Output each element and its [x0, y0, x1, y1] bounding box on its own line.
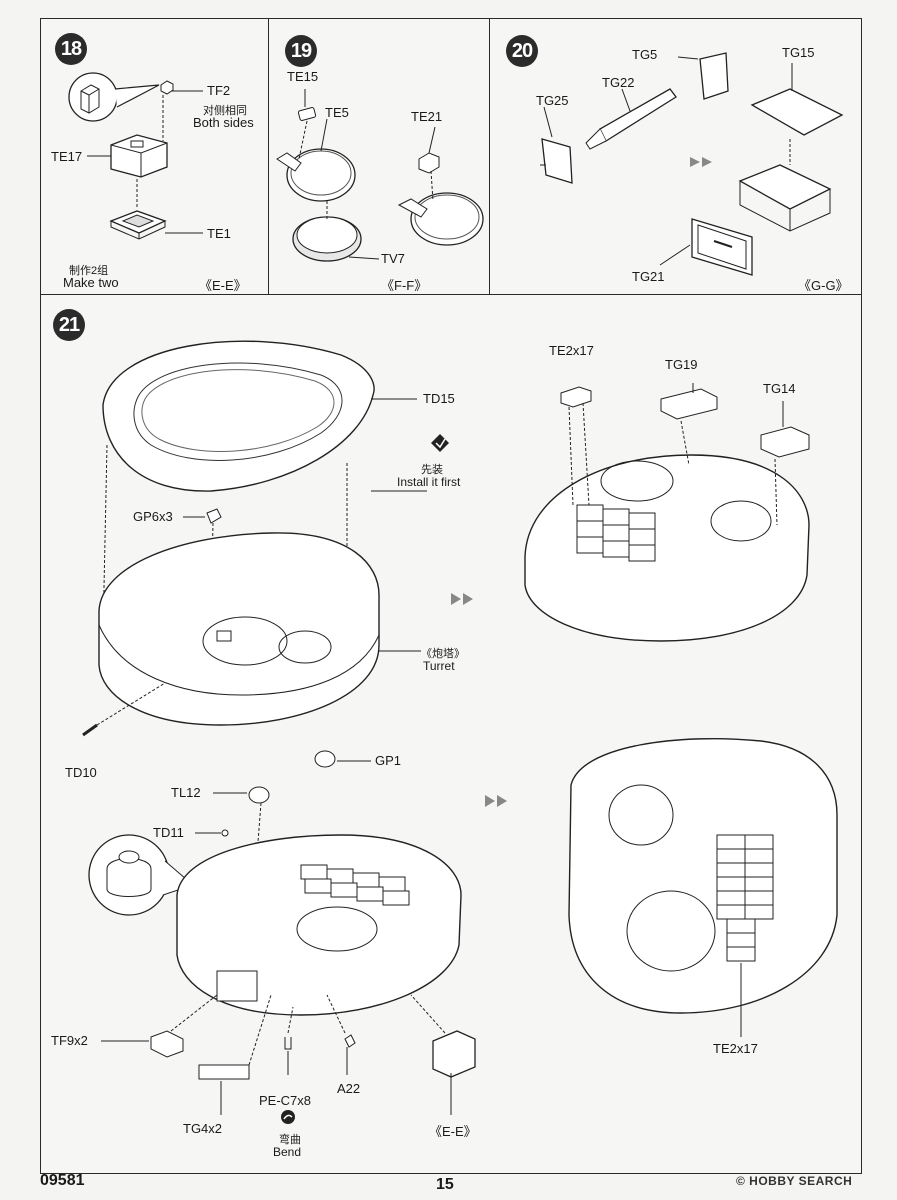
- label-both-sides-en: Both sides: [193, 115, 254, 130]
- label-tf9: TF9x2: [51, 1033, 88, 1048]
- view-label-g-g: 《G-G》: [798, 278, 849, 293]
- label-bend-en: Bend: [273, 1145, 302, 1159]
- label-te17: TE17: [51, 149, 83, 164]
- step-20-badge: 20: [506, 35, 538, 67]
- watermark: © HOBBY SEARCH: [736, 1174, 853, 1188]
- step-20-panel: 20 TG5 TG15 TG22 TG25 TG21 《G-G》: [489, 18, 862, 295]
- label-te21: TE21: [411, 109, 443, 124]
- label-te15: TE15: [287, 69, 319, 84]
- step-18-badge: 18: [55, 33, 87, 65]
- label-tl12: TL12: [171, 785, 201, 800]
- product-code: 09581: [40, 1172, 85, 1189]
- label-make-two-en: Make two: [63, 275, 119, 290]
- step-21-badge: 21: [53, 309, 85, 341]
- label-tg19: TG19: [665, 357, 698, 372]
- label-both-sides-cn: 对侧相同: [203, 105, 247, 117]
- step-19-panel: 19 TE15 TE5 TE21 TV7 《F-F》: [268, 18, 490, 295]
- label-turret-cn: 《炮塔》: [421, 648, 465, 660]
- step-18-drawing: [68, 72, 203, 240]
- label-te1: TE1: [207, 226, 231, 241]
- label-tf2: TF2: [207, 83, 231, 98]
- label-bend-cn: 弯曲: [279, 1134, 301, 1146]
- label-install-first-cn: 先装: [421, 464, 443, 476]
- step-20-drawing: [540, 52, 844, 276]
- label-a22: A22: [337, 1081, 361, 1096]
- label-gp1: GP1: [375, 753, 402, 768]
- step-19-drawing: [276, 89, 484, 262]
- label-te2-top: TE2x17: [549, 343, 594, 358]
- step-21-drawing: [82, 340, 838, 1124]
- label-tg22: TG22: [602, 75, 635, 90]
- step-19-badge: 19: [285, 35, 317, 67]
- label-tg5: TG5: [632, 47, 658, 62]
- label-te2-bottom: TE2x17: [713, 1041, 758, 1056]
- label-tv7: TV7: [381, 251, 405, 266]
- label-turret-en: Turret: [423, 659, 455, 673]
- label-td11: TD11: [153, 825, 184, 840]
- label-td10: TD10: [65, 765, 97, 780]
- label-tg14: TG14: [763, 381, 796, 396]
- label-td15: TD15: [423, 391, 455, 406]
- label-tg15: TG15: [782, 45, 815, 60]
- label-make-two-cn: 制作2组: [69, 265, 109, 277]
- view-label-e-e: 《E-E》: [199, 278, 247, 293]
- step-21-panel: 21: [40, 294, 862, 1174]
- step-18-panel: 18 TF2 对侧相同 Both sides TE17 TE1 制作2组 Mak…: [40, 18, 269, 295]
- view-label-e-e-step21: 《E-E》: [429, 1124, 477, 1139]
- label-gp6: GP6x3: [133, 509, 173, 524]
- label-pe-c7: PE-C7x8: [259, 1093, 312, 1108]
- label-te5: TE5: [325, 105, 349, 120]
- label-tg25: TG25: [536, 93, 569, 108]
- view-label-f-f: 《F-F》: [381, 278, 428, 293]
- page-number: 15: [436, 1176, 454, 1193]
- label-install-first-en: Install it first: [397, 475, 461, 489]
- label-tg4: TG4x2: [183, 1121, 223, 1136]
- label-tg21: TG21: [632, 269, 665, 284]
